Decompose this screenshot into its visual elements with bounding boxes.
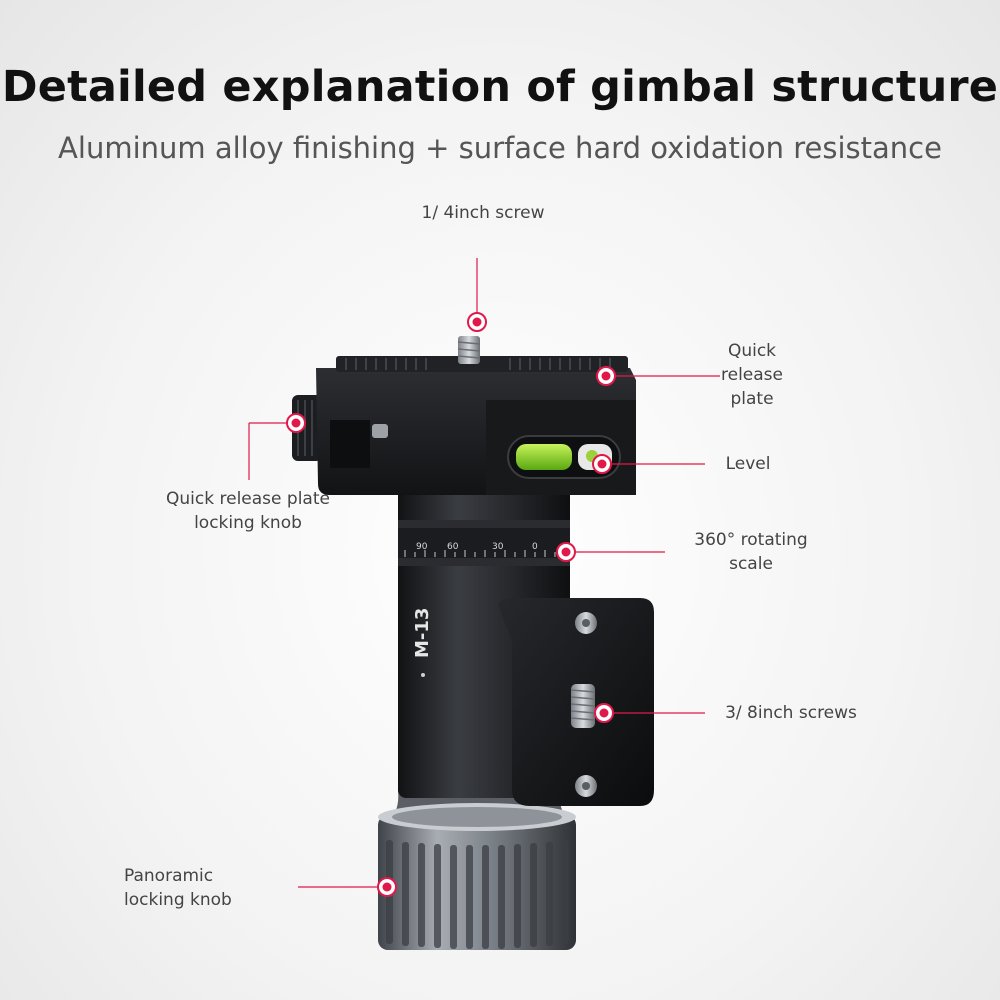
label-quick-release-plate-line-3: plate — [730, 389, 774, 409]
label-level: Level — [725, 454, 771, 474]
callout-markers — [248, 258, 720, 897]
label-rotating-scale-line-2: scale — [729, 554, 773, 574]
label-three-eighths-screws: 3/ 8inch screws — [725, 703, 857, 723]
label-quick-release-plate-line-1: Quick — [727, 341, 777, 361]
label-locking-knob: Quick release plate locking knob — [148, 487, 348, 535]
label-panoramic-knob: Panoramic locking knob — [124, 864, 250, 912]
page-subtitle: Aluminum alloy finishing + surface hard … — [58, 131, 942, 165]
scale-tick-60: 60 — [447, 542, 459, 552]
label-quick-release-plate-line-2: release — [721, 365, 783, 385]
side-clamp — [498, 598, 654, 806]
panoramic-knob — [378, 790, 576, 950]
column: 90 60 30 0 M-13 — [398, 478, 570, 798]
label-rotating-scale-line-1: 360° rotating — [694, 530, 808, 550]
scale-tick-90: 90 — [416, 542, 428, 552]
scale-tick-30: 30 — [492, 542, 504, 552]
label-locking-knob-line-2: locking knob — [194, 513, 302, 533]
page-title: Detailed explanation of gimbal structure — [1, 62, 999, 112]
label-rotating-scale: 360° rotating scale — [676, 528, 826, 576]
label-panoramic-knob-line-2: locking knob — [124, 890, 232, 910]
label-quarter-inch-screw: 1/ 4inch screw — [421, 203, 545, 223]
scale-tick-0: 0 — [532, 542, 538, 552]
label-quick-release-plate: Quick release plate — [700, 339, 804, 411]
label-panoramic-knob-line-1: Panoramic — [124, 866, 214, 886]
label-locking-knob-line-1: Quick release plate — [166, 489, 330, 509]
model-label: M-13 — [412, 608, 433, 658]
